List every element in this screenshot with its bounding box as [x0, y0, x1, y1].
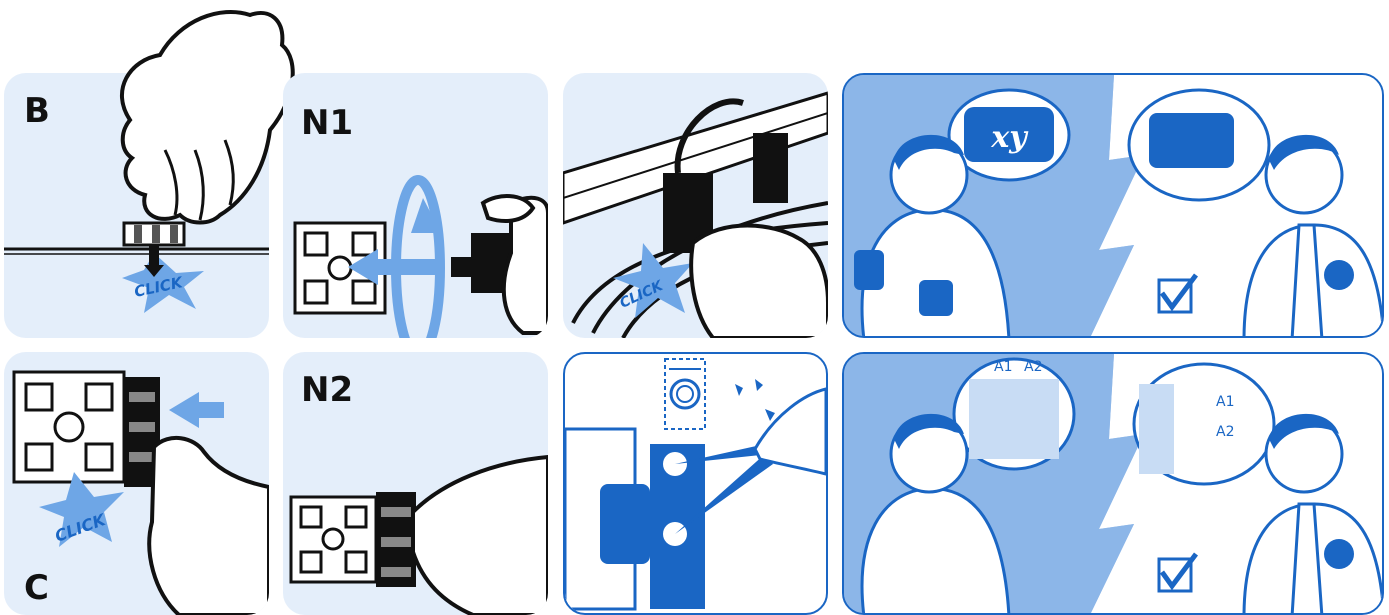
check-icon: [1159, 554, 1196, 591]
panel-release-tool: [563, 352, 828, 615]
bubble-left: A1 A2: [954, 359, 1074, 469]
profile-icon: [14, 372, 124, 482]
xy-logo: xy: [990, 120, 1029, 155]
dim-label-right-a2: A2: [1216, 424, 1234, 440]
dim-label-a2: A2: [1024, 359, 1042, 375]
bubble-right: [1129, 90, 1269, 200]
insert-mount-illustration: [283, 352, 548, 615]
profile-icon: [291, 497, 376, 582]
panel-cable-clip: CLICK: [563, 73, 828, 338]
panel-support-call-dimensions: A1 A2 A1 A2: [842, 352, 1384, 615]
release-tool-illustration: [565, 354, 826, 613]
support-call-dimensions-illustration: A1 A2 A1 A2: [844, 354, 1384, 615]
rotate-mount-illustration: [283, 73, 548, 338]
dim-label-a1: A1: [994, 359, 1012, 375]
panel-c-side-mount: C CLICK: [4, 352, 269, 615]
bubble-right: A1 A2: [1134, 364, 1274, 484]
hand-illustration: [70, 0, 310, 250]
check-icon: [1159, 275, 1196, 312]
dim-label-right-a1: A1: [1216, 394, 1234, 410]
panel-n1-rotate: N1: [283, 73, 548, 338]
panel-n2-insert: N2: [283, 352, 548, 615]
panel-support-call: xy: [842, 73, 1384, 338]
support-call-illustration: xy: [844, 75, 1384, 338]
cable-clip-illustration: CLICK: [563, 73, 828, 338]
side-mount-illustration: CLICK: [4, 352, 269, 615]
